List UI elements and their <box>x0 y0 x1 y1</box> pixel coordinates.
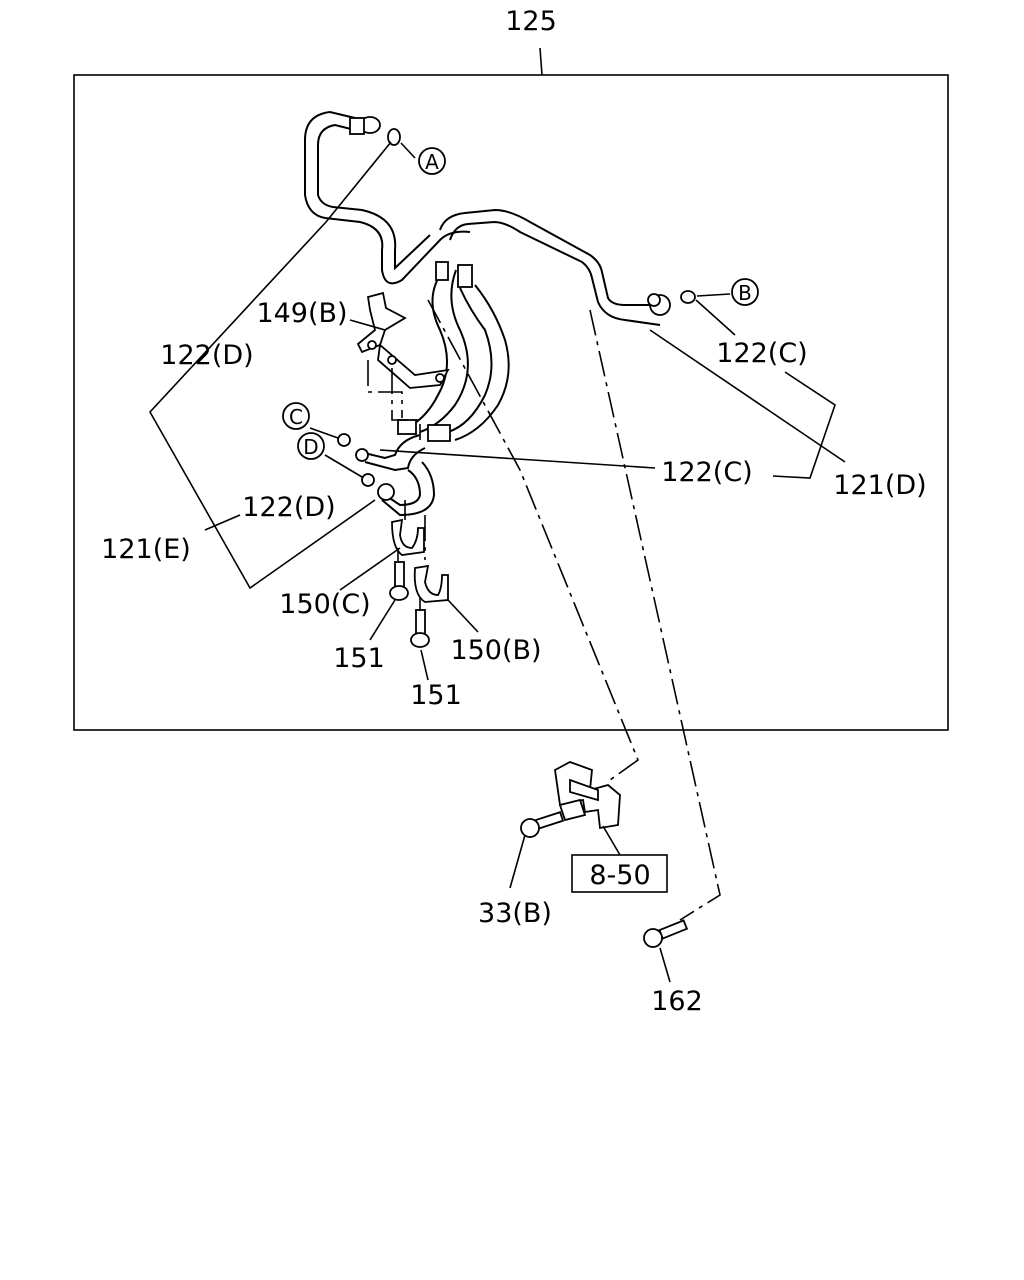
fitting-upper-right <box>647 293 671 316</box>
o-ring-d <box>361 473 375 487</box>
label-151b: 151 <box>410 680 462 711</box>
assembly-frame <box>73 74 949 731</box>
leader-callout-b <box>696 293 731 297</box>
bolt-151a <box>389 561 409 601</box>
leader-121d <box>649 329 846 463</box>
label-121d: 121(D) <box>833 470 926 501</box>
pipe-121d <box>304 110 661 326</box>
callout-d: D <box>303 435 318 459</box>
clamp-150c <box>391 518 425 556</box>
leader-122d-group <box>149 141 392 590</box>
label-122c-upper: 122(C) <box>716 338 807 369</box>
callout-d-circle <box>297 432 325 460</box>
hose-121e <box>359 269 510 517</box>
dash-bracket-1 <box>367 360 403 418</box>
label-122d-upper: 122(D) <box>160 340 253 371</box>
callout-b-circle <box>731 278 759 306</box>
bolt-162 <box>643 919 689 948</box>
bolt-33b <box>520 811 565 838</box>
callout-c-circle <box>282 402 310 430</box>
leader-151a <box>369 599 396 641</box>
label-149b: 149(B) <box>256 298 347 329</box>
leader-callout-d <box>324 454 363 478</box>
bolt-151b <box>410 609 430 648</box>
leader-122c-bracket <box>772 371 836 479</box>
leader-33b <box>509 834 526 889</box>
dash-clip-8-50 <box>427 299 639 781</box>
label-122d-lower: 122(D) <box>242 492 335 523</box>
leader-121e <box>204 514 241 531</box>
leader-150b <box>447 599 479 633</box>
label-150c: 150(C) <box>279 589 370 620</box>
o-ring-a <box>387 128 401 146</box>
clip-assembly-8-50 <box>554 761 621 830</box>
label-121e: 121(E) <box>101 534 191 565</box>
leader-150c <box>339 547 401 591</box>
label-125: 125 <box>505 6 557 37</box>
leader-125 <box>539 47 543 76</box>
callout-c: C <box>289 405 303 429</box>
leader-122c-upper <box>695 299 736 336</box>
dash-bolt-162 <box>589 309 721 921</box>
o-ring-b <box>680 290 696 304</box>
o-ring-c <box>337 433 351 447</box>
label-33b: 33(B) <box>478 898 552 929</box>
callout-b: B <box>738 281 752 305</box>
dash-bracket-2 <box>391 368 421 440</box>
leader-callout-c <box>309 427 339 439</box>
bracket-149b <box>356 291 450 389</box>
leader-ref-box <box>602 825 621 856</box>
label-122c-mid: 122(C) <box>661 457 752 488</box>
callout-a-circle <box>418 147 446 175</box>
label-150b: 150(B) <box>450 635 541 666</box>
leader-151b <box>420 649 429 681</box>
clamp-150b <box>413 564 449 603</box>
callout-a: A <box>425 150 439 174</box>
leader-callout-a <box>400 142 416 159</box>
leader-162 <box>659 947 671 983</box>
label-ref-8-50: 8-50 <box>589 860 650 891</box>
leader-149b <box>349 319 386 331</box>
label-151a: 151 <box>333 643 385 674</box>
fitting-top <box>349 116 381 135</box>
fitting-center <box>355 261 473 501</box>
leader-122c-mid <box>379 449 656 469</box>
label-162: 162 <box>651 986 703 1017</box>
